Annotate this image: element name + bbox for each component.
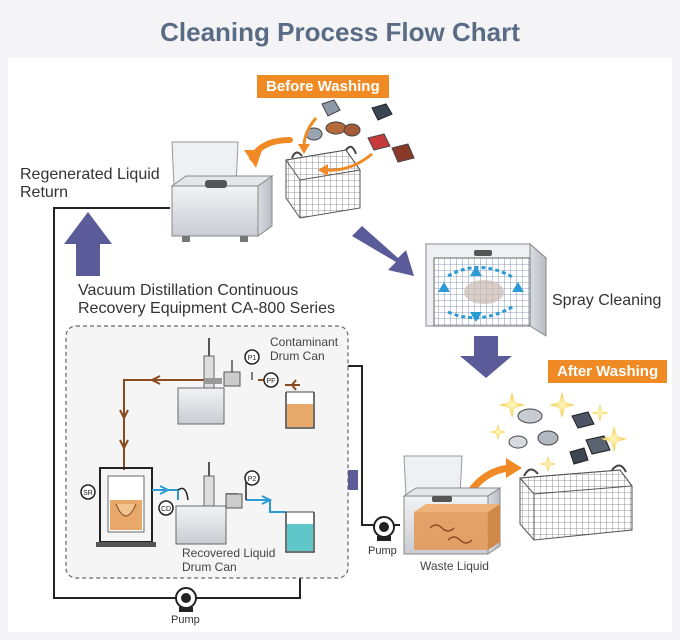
recovered-line-2: Drum Can [182, 559, 237, 574]
gauge-p2: P2 [244, 470, 260, 486]
sparkle-icons [490, 392, 627, 472]
pump-right-icon [373, 516, 395, 541]
gauge-p1: P1 [244, 349, 260, 365]
recovered-line-1: Recovered Liquid [182, 546, 276, 560]
pump-bottom-label: Pump [171, 614, 200, 626]
gauge-pf: PF [263, 372, 279, 388]
regenerated-liquid-label: Regenerated Liquid Return [20, 166, 160, 203]
equipment-line-2: Recovery Equipment CA-800 Series [78, 300, 336, 318]
pump-right-label: Pump [368, 545, 397, 557]
to-after-arrow-icon [460, 336, 512, 378]
regenerated-line-1: Regenerated Liquid [20, 166, 160, 183]
recovered-drum-label: Recovered Liquid Drum Can [182, 546, 276, 575]
spray-cleaning-unit [424, 242, 548, 337]
svg-text:P1: P1 [248, 355, 257, 362]
reboiler-frame [96, 467, 156, 547]
pump-bottom-icon [175, 587, 197, 612]
clean-parts-icon [508, 408, 611, 465]
before-washing-tag: Before Washing [257, 75, 389, 98]
equipment-line-1: Vacuum Distillation Continuous [78, 282, 299, 299]
svg-text:SR: SR [83, 490, 93, 497]
washing-tank-1 [170, 141, 274, 242]
contaminant-drum-label: Contaminant Drum Can [270, 335, 339, 364]
gauge-cd: CD [158, 500, 174, 516]
regenerated-line-2: Return [20, 184, 69, 202]
dirty-parts-icon [305, 99, 415, 163]
after-washing-tag: After Washing [548, 360, 668, 383]
contaminant-line-1: Contaminant [270, 335, 339, 349]
waste-liquid-tank [402, 455, 502, 555]
equipment-label: Vacuum Distillation Continuous Recovery … [78, 282, 335, 319]
lower-still-unit [175, 462, 243, 545]
svg-text:PF: PF [267, 378, 276, 385]
dirty-parts-basket [285, 145, 361, 219]
waste-liquid-label: Waste Liquid [420, 559, 489, 573]
contaminant-line-2: Drum Can [270, 348, 325, 363]
return-arrow-icon [64, 212, 112, 276]
clean-parts-basket [518, 464, 633, 541]
svg-text:P2: P2 [248, 476, 257, 483]
to-spray-arrow-icon [352, 226, 414, 276]
page-title: Cleaning Process Flow Chart [160, 17, 520, 47]
spray-cleaning-label: Spray Cleaning [552, 292, 662, 309]
recovered-drum [285, 511, 315, 553]
contaminant-drum [285, 391, 315, 429]
svg-text:CD: CD [161, 506, 171, 513]
upper-still-unit [177, 338, 253, 425]
gauge-sr: SR [80, 484, 96, 500]
